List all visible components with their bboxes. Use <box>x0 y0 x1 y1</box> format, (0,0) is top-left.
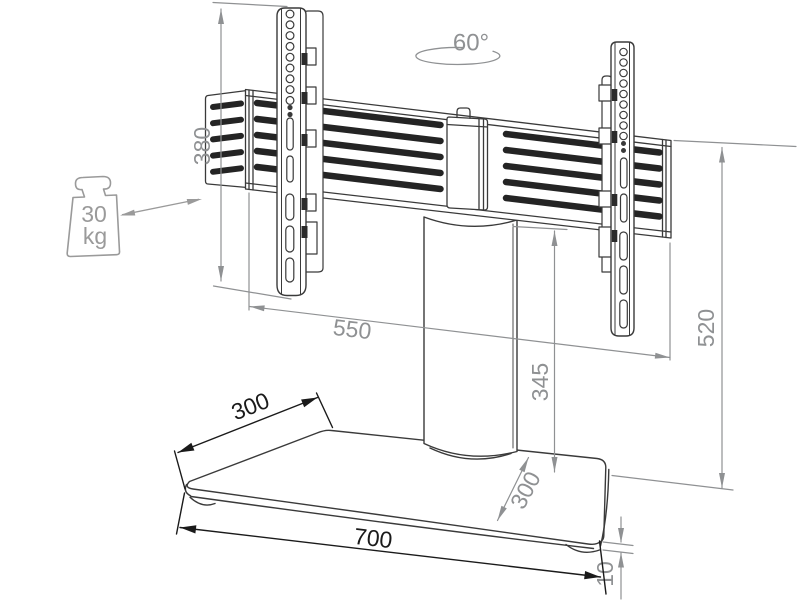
dim-520-witness-bottom <box>611 474 734 491</box>
dim-overall-height-520: 520 <box>611 139 797 491</box>
right-bracket-holes <box>619 47 628 154</box>
dim-300-left-line <box>177 396 319 454</box>
dim-700-witness-right <box>598 540 607 595</box>
base-right-face-edge <box>599 468 610 547</box>
center-plate-lip <box>446 123 489 128</box>
left-vesa-bracket <box>276 7 308 297</box>
dim-column-height-345: 345 <box>512 225 568 473</box>
dim-base-width-700: 700 <box>175 492 607 595</box>
dim-550-label: 550 <box>332 314 373 344</box>
dim-550-line <box>248 305 671 359</box>
swivel-angle-label: 60° <box>453 29 489 56</box>
dim-bracket-height-380: 380 <box>189 1 292 300</box>
left-bracket-slots <box>285 117 295 283</box>
support-column <box>423 216 518 460</box>
dim-700-witness-left <box>175 492 186 535</box>
dim-base-side-left-300: 300 <box>173 387 334 490</box>
weight-direction-arrow <box>119 196 203 219</box>
swivel-knob <box>456 107 471 119</box>
base-glass-edge <box>190 495 595 550</box>
dim-300-left-witness-left <box>173 450 186 490</box>
crossbar <box>204 88 672 239</box>
crossbar-center-plate <box>446 116 489 211</box>
crossbar-back-panel-slots <box>210 100 244 175</box>
swivel-angle-indicator: 60° <box>415 29 501 66</box>
dim-520-label: 520 <box>693 309 719 347</box>
dim-380-witness-top <box>212 1 288 8</box>
left-bracket-holes <box>285 9 295 118</box>
dim-345-label: 345 <box>527 363 553 401</box>
base-top-surface <box>186 429 607 546</box>
swivel-arc <box>415 46 501 66</box>
dim-520-witness-top <box>673 139 797 148</box>
right-bracket-clip-notches <box>611 89 618 242</box>
right-bracket-slots <box>619 157 628 329</box>
dim-10-tick-bottom <box>602 549 634 555</box>
weight-value-label: 30 <box>81 201 107 227</box>
dim-bar-width-550: 550 <box>248 192 671 361</box>
right-vesa-bracket <box>610 41 635 337</box>
right-rail-clip1 <box>598 84 613 102</box>
dim-700-line <box>179 526 602 578</box>
dim-300-left-witness-right <box>315 392 334 429</box>
dimension-lines-black: 300 700 <box>173 387 607 595</box>
weight-unit-label: kg <box>83 223 107 249</box>
base-right-foot <box>565 543 601 553</box>
dim-380-witness-bottom <box>212 285 292 300</box>
right-rail-clip4 <box>598 226 613 258</box>
right-rail-clip2 <box>598 127 613 145</box>
base-left-corner-edge <box>184 483 192 497</box>
dim-345-witness-top <box>512 225 568 231</box>
weight-capacity-icon: 30 kg <box>66 175 203 258</box>
column-base-collar <box>429 447 512 460</box>
weight-icon-outline <box>66 175 121 258</box>
dimension-lines-gray: 380 550 520 345 <box>189 1 797 600</box>
base-plate <box>184 429 610 553</box>
base-left-foot <box>189 496 216 506</box>
dim-700-label: 700 <box>353 523 394 553</box>
dim-base-thickness-10: 10 <box>592 516 634 600</box>
dim-380-label: 380 <box>189 127 215 165</box>
column-body <box>423 216 518 457</box>
left-bracket-clip-notches <box>301 53 308 238</box>
dim-10-tick-top <box>602 541 634 547</box>
dim-300-left-label: 300 <box>228 387 273 425</box>
right-rail-clip3 <box>598 190 613 208</box>
